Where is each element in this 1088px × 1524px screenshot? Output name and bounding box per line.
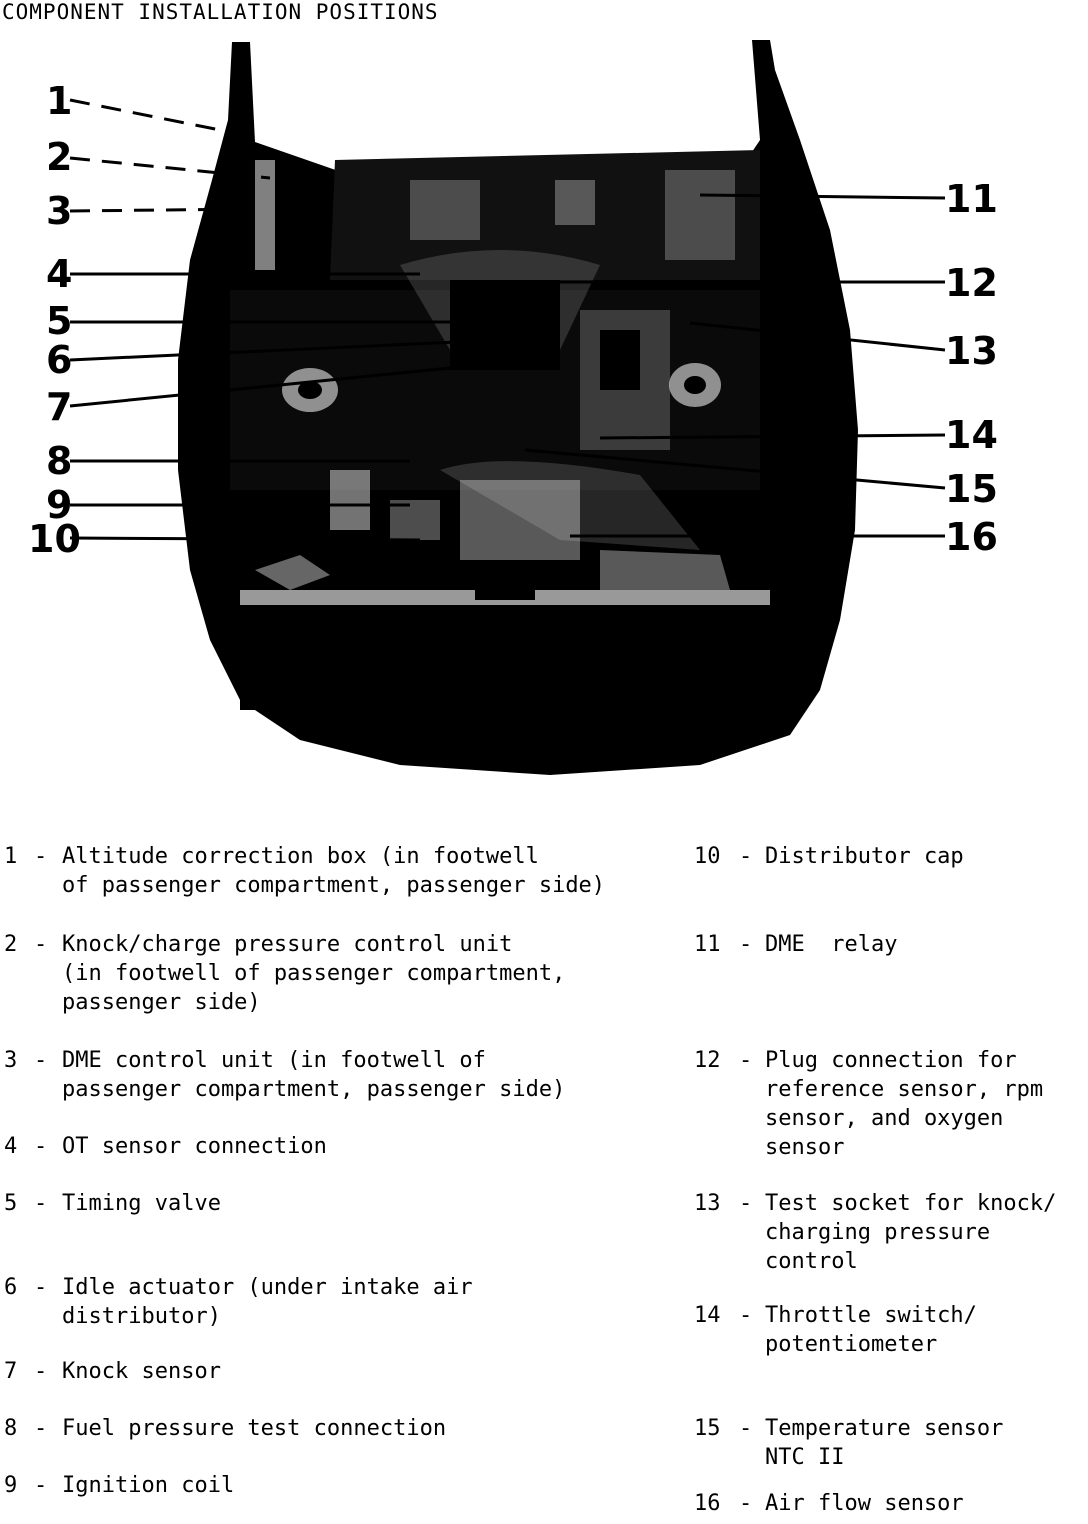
legend-number: 16 — [694, 1491, 721, 1516]
callout-10: 10 — [28, 517, 81, 561]
legend-text: Altitude correction box (in footwell — [62, 844, 539, 869]
callout-16: 16 — [945, 515, 998, 559]
legend-text: Throttle switch/ — [765, 1303, 977, 1328]
legend-text: passenger compartment, passenger side) — [62, 1077, 566, 1102]
legend-text: Timing valve — [62, 1191, 221, 1216]
legend-text: distributor) — [62, 1304, 221, 1329]
legend-text: charging pressure — [765, 1220, 991, 1245]
legend-text: sensor — [765, 1135, 845, 1160]
legend-text: Test socket for knock/ — [765, 1191, 1057, 1216]
callout-labels: 1 2 3 4 5 6 7 8 9 10 11 12 13 14 15 16 — [28, 79, 998, 561]
callout-3: 3 — [46, 189, 72, 233]
legend-text: control — [765, 1249, 858, 1274]
callout-6: 6 — [46, 338, 72, 382]
legend-text: Idle actuator (under intake air — [62, 1275, 473, 1300]
callout-11: 11 — [945, 177, 998, 221]
engine-bay-diagram: 1 2 3 4 5 6 7 8 9 10 11 12 13 14 15 16 — [28, 40, 998, 775]
legend-text: passenger side) — [62, 990, 261, 1015]
legend-number: 14 — [694, 1303, 721, 1328]
callout-2: 2 — [46, 135, 72, 179]
legend-text: DME control unit (in footwell of — [62, 1048, 486, 1073]
legend-text: reference sensor, rpm — [765, 1077, 1044, 1102]
legend-text: (in footwell of passenger compartment, — [62, 961, 566, 986]
legend-text: Knock sensor — [62, 1359, 221, 1384]
legend-number: 3 — [4, 1048, 18, 1073]
callout-4: 4 — [46, 252, 72, 296]
callout-12: 12 — [945, 261, 998, 305]
callout-8: 8 — [46, 439, 72, 483]
callout-9: 9 — [46, 483, 72, 527]
legend-text: potentiometer — [765, 1332, 938, 1357]
legend-number: 11 — [694, 932, 721, 957]
legend-number: 5 — [4, 1191, 18, 1216]
legend-number: 1 — [4, 844, 18, 869]
legend-text: of passenger compartment, passenger side… — [62, 873, 606, 898]
callout-13: 13 — [945, 329, 998, 373]
engine-bay-photo — [178, 40, 858, 775]
legend-text: Temperature sensor — [765, 1416, 1004, 1441]
legend-number: 13 — [694, 1191, 721, 1216]
legend-number: 10 — [694, 844, 721, 869]
page-title: COMPONENT INSTALLATION POSITIONS — [2, 0, 439, 24]
callout-1: 1 — [46, 79, 72, 123]
legend-number: 12 — [694, 1048, 721, 1073]
legend-text: Knock/charge pressure control unit — [62, 932, 513, 957]
legend-text: Air flow sensor — [765, 1491, 964, 1516]
legend-text: Distributor cap — [765, 844, 964, 869]
callout-7: 7 — [46, 385, 72, 429]
legend-number: 8 — [4, 1416, 18, 1441]
legend-number: 9 — [4, 1473, 18, 1498]
callout-15: 15 — [945, 467, 998, 511]
leader-lines — [69, 98, 946, 542]
legend-text: Ignition coil — [62, 1473, 235, 1498]
legend-text: sensor, and oxygen — [765, 1106, 1004, 1131]
legend-text: Plug connection for — [765, 1048, 1017, 1073]
legend-text: OT sensor connection — [62, 1134, 327, 1159]
legend-number: 6 — [4, 1275, 18, 1300]
legend-number: 2 — [4, 932, 18, 957]
legend-number: 15 — [694, 1416, 721, 1441]
legend-text: NTC II — [765, 1445, 845, 1470]
legend-number: 7 — [4, 1359, 18, 1384]
callout-5: 5 — [46, 299, 72, 343]
legend-text: Fuel pressure test connection — [62, 1416, 447, 1441]
legend-text: DME relay — [765, 932, 898, 957]
legend-number: 4 — [4, 1134, 18, 1159]
callout-14: 14 — [945, 413, 998, 457]
